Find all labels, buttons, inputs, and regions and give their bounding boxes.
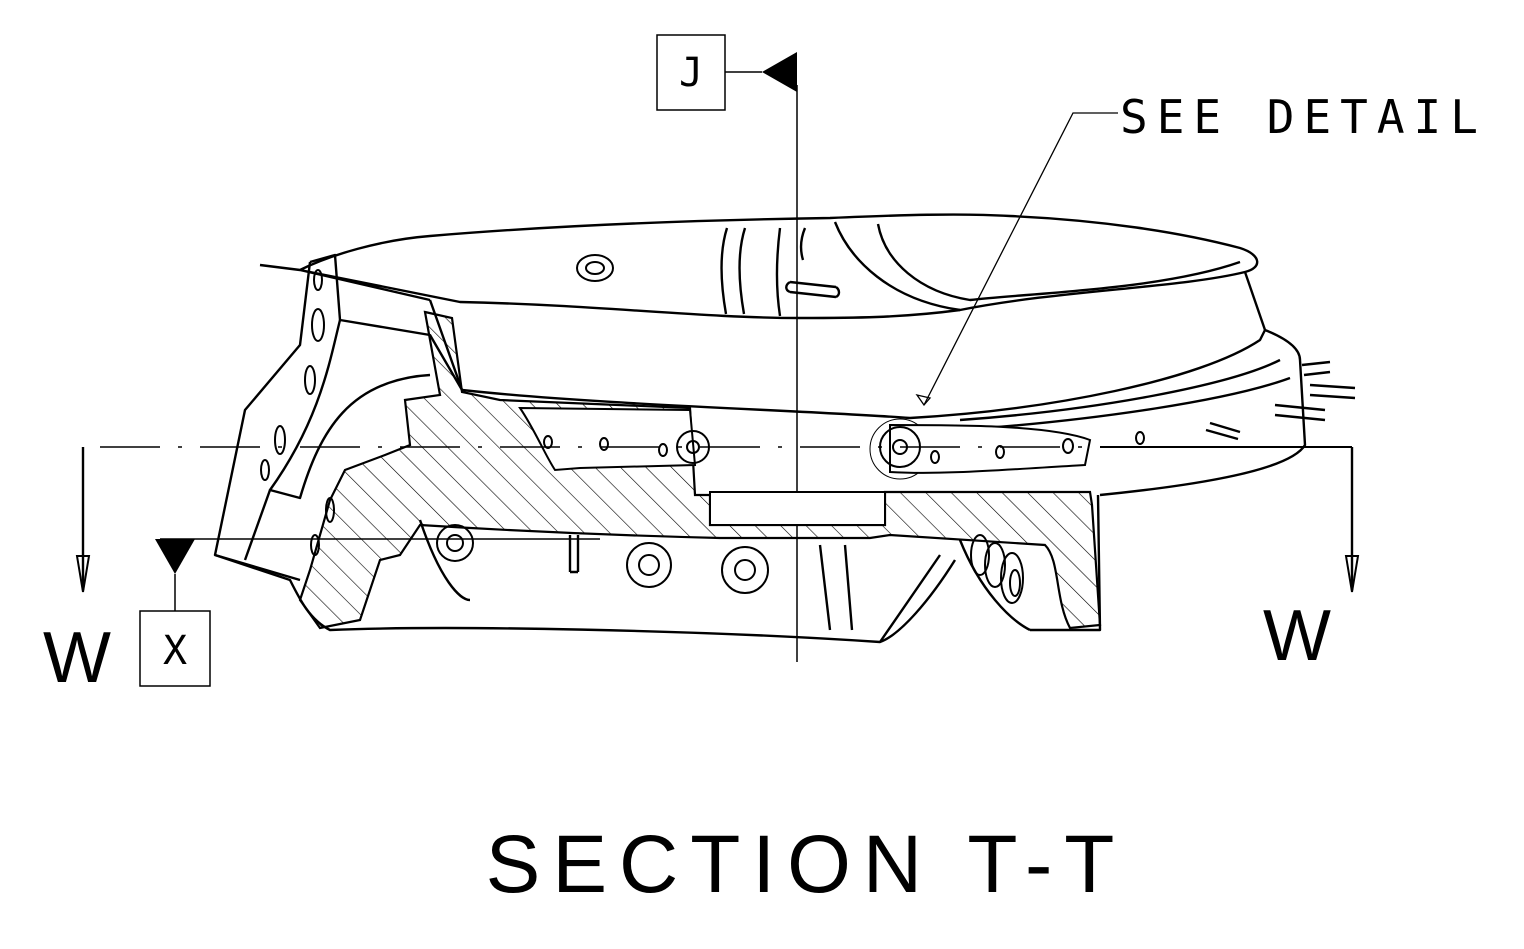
bottom-boss-1 bbox=[436, 524, 474, 562]
section-arrow-left: W bbox=[43, 447, 111, 698]
datum-j-triangle bbox=[762, 52, 797, 92]
top-boss bbox=[576, 254, 614, 282]
datum-j-label: J bbox=[679, 50, 703, 96]
datum-x-symbol: X bbox=[139, 538, 600, 687]
section-title: SECTION T-T bbox=[486, 819, 1127, 910]
bottom-boss-3 bbox=[721, 546, 769, 594]
section-arrow-right-label: W bbox=[1263, 596, 1331, 676]
part-body bbox=[213, 213, 1356, 644]
datum-x-box bbox=[139, 610, 211, 687]
pivot-hole-left bbox=[676, 430, 710, 464]
datum-j-symbol: J bbox=[656, 34, 797, 111]
section-arrow-left-label: W bbox=[43, 618, 111, 698]
section-arrow-right: W bbox=[1100, 446, 1360, 676]
callout-text: SEE DETAIL D bbox=[1120, 90, 1524, 144]
datum-x-triangle bbox=[155, 539, 195, 574]
pivot-hole-right bbox=[879, 426, 921, 468]
hatched-section bbox=[298, 310, 1102, 630]
holes bbox=[260, 254, 1145, 604]
datum-x-label: X bbox=[163, 628, 187, 674]
detail-callout: SEE DETAIL D bbox=[869, 90, 1524, 480]
bottom-boss-2 bbox=[626, 542, 672, 588]
